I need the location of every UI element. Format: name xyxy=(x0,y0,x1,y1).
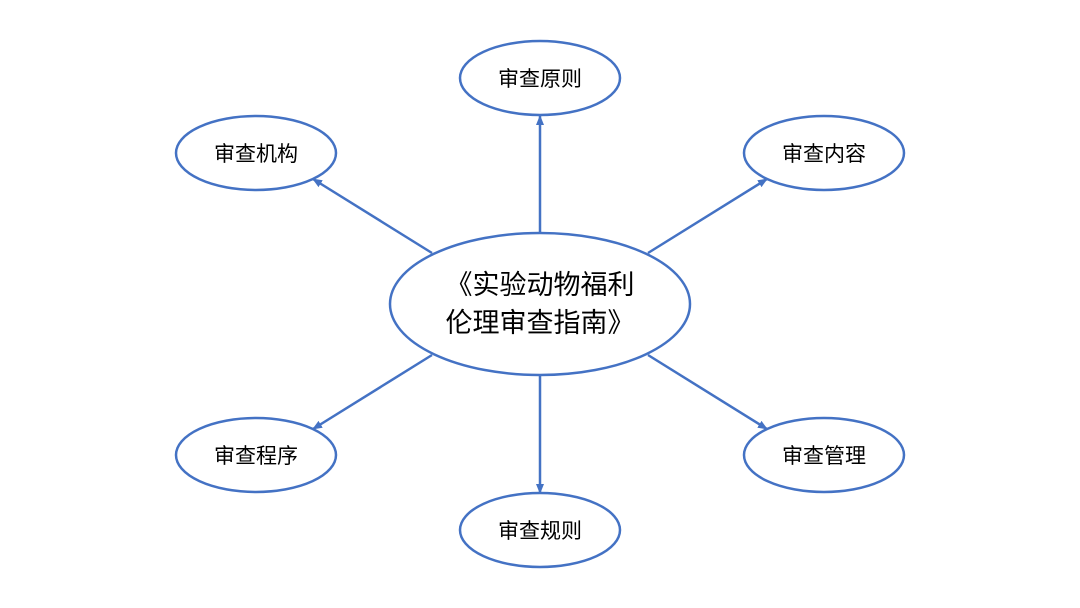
node-institution: 审查机构 xyxy=(174,114,338,192)
center-node-line1: 《实验动物福利 xyxy=(446,270,635,301)
node-principles-label: 审查原则 xyxy=(498,67,582,91)
node-management-label: 审查管理 xyxy=(782,444,866,468)
node-principles: 审查原则 xyxy=(458,39,622,117)
connectors xyxy=(312,115,768,494)
arrow-to-content xyxy=(647,177,768,255)
arrow-to-institution xyxy=(312,177,433,255)
node-content: 审查内容 xyxy=(742,114,906,192)
node-institution-label: 审查机构 xyxy=(214,142,298,166)
center-node-line2: 伦理审查指南》 xyxy=(446,308,635,339)
node-management: 审查管理 xyxy=(742,416,906,494)
arrow-to-procedure xyxy=(312,353,433,431)
node-procedure-label: 审查程序 xyxy=(214,444,298,468)
node-content-label: 审查内容 xyxy=(782,142,866,166)
node-rules: 审查规则 xyxy=(458,491,622,569)
center-node: 《实验动物福利 伦理审查指南》 xyxy=(388,231,692,377)
node-rules-label: 审查规则 xyxy=(498,519,582,543)
arrow-to-management xyxy=(647,353,768,431)
node-procedure: 审查程序 xyxy=(174,416,338,494)
